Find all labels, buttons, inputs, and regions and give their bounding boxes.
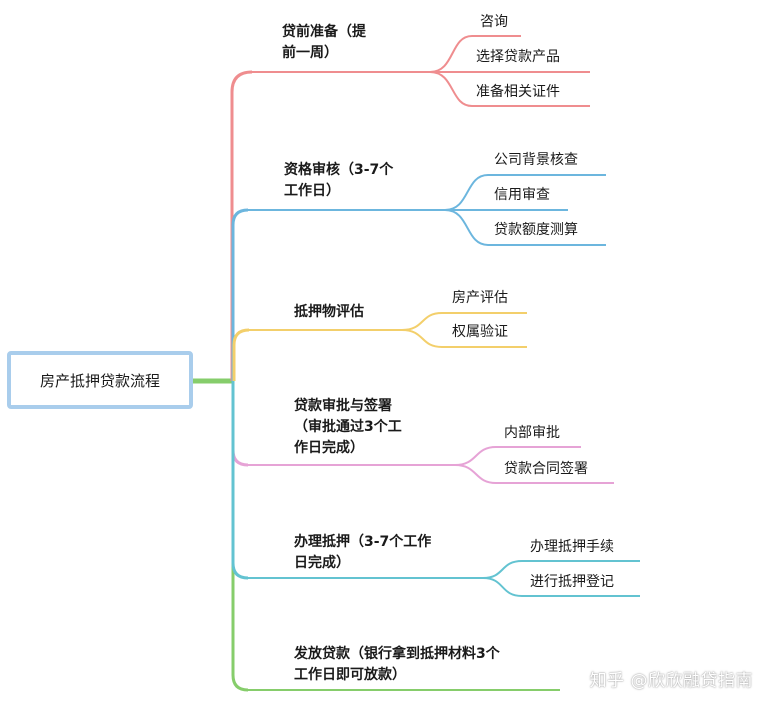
leaf-1-2: 选择贷款产品 — [476, 49, 560, 65]
branch-4-label-line1: 贷款审批与签署 — [294, 398, 392, 414]
leaf-1-1: 咨询 — [480, 14, 508, 30]
edge-4-2 — [454, 464, 614, 484]
leaf-1-3: 准备相关证件 — [476, 84, 560, 100]
leaf-2-1: 公司背景核查 — [494, 152, 578, 168]
leaf-4-2: 贷款合同签署 — [504, 461, 588, 477]
branch-4-label-line2: （审批通过3个工 — [294, 419, 402, 435]
trunk-teal — [231, 381, 249, 580]
leaf-2-3: 贷款额度测算 — [494, 222, 578, 238]
edge-2-1 — [444, 174, 606, 211]
root-label: 房产抵押贷款流程 — [39, 371, 160, 390]
trunk-yellow — [232, 328, 250, 381]
edge-2-3 — [444, 209, 606, 246]
branch-6-label-line2: 工作日即可放款） — [294, 667, 406, 683]
leaf-2-2: 信用审查 — [494, 187, 550, 203]
edge-3-2 — [401, 329, 527, 348]
branch-2-label-line1: 资格审核（3-7个 — [284, 162, 394, 178]
root-node: 房产抵押贷款流程 — [7, 351, 193, 409]
edge-5-2 — [482, 577, 640, 597]
leaf-4-1: 内部审批 — [504, 425, 560, 441]
branch-6-label-line1: 发放贷款（银行拿到抵押材料3个 — [294, 646, 500, 662]
leaf-5-2: 进行抵押登记 — [530, 574, 614, 590]
branch-node-2: 资格审核（3-7个 工作日） — [284, 160, 393, 202]
branch-5-label-line2: 日完成） — [294, 555, 350, 571]
branch-5-label-line1: 办理抵押（3-7个工作 — [294, 534, 432, 550]
branch-node-3: 抵押物评估 — [294, 302, 364, 323]
branch-4-label-line3: 作日完成） — [294, 440, 364, 456]
branch-node-1: 贷前准备（提 前一周） — [282, 22, 366, 64]
leaf-5-1: 办理抵押手续 — [530, 539, 614, 555]
edge-3-1 — [401, 312, 527, 331]
branch-2-label-line2: 工作日） — [284, 183, 340, 199]
trunk-pink — [230, 70, 253, 381]
branch-node-6: 发放贷款（银行拿到抵押材料3个 工作日即可放款） — [294, 644, 500, 686]
trunk-magenta — [231, 381, 249, 467]
leaf-3-1: 房产评估 — [452, 290, 508, 306]
edge-5-1 — [482, 560, 640, 579]
edge-4-1 — [454, 446, 581, 466]
edge-1-3 — [429, 71, 590, 107]
watermark: 知乎 @欣欣融贷指南 — [589, 671, 753, 691]
branch-node-4: 贷款审批与签署 （审批通过3个工 作日完成） — [294, 396, 402, 459]
branch-3-label-line1: 抵押物评估 — [294, 304, 364, 320]
trunk-green — [231, 381, 249, 692]
edge-1-1 — [429, 35, 521, 73]
branch-1-label-line1: 贷前准备（提 — [282, 24, 366, 40]
trunk-blue — [231, 208, 249, 381]
branch-1-label-line2: 前一周） — [282, 45, 338, 61]
leaf-3-2: 权属验证 — [452, 324, 508, 340]
branch-node-5: 办理抵押（3-7个工作 日完成） — [294, 532, 431, 574]
